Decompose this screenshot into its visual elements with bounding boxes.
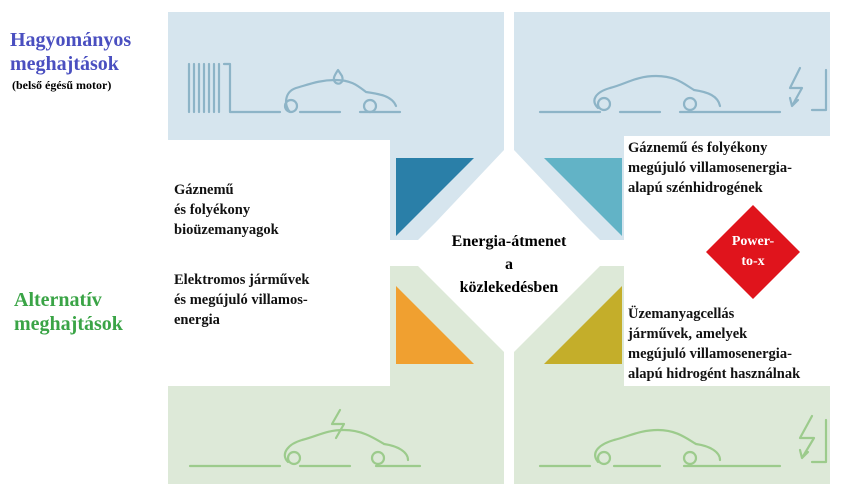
fuel-drop-car-icon [187,62,402,114]
conventional-drives-subtitle: (belső égésű motor) [12,78,112,92]
conventional-drives-title: Hagyományos meghajtások [10,28,131,76]
quadrant-top-right: Gáznemű és folyékony megújuló villamosen… [624,136,830,240]
quadrant-bottom-right-line4: alapú hidrogént használnak [628,366,801,382]
center-diamond [418,158,600,348]
quadrant-bottom-right-line1: Üzemanyagcellás [628,306,735,322]
quadrant-bottom-left-line3: energia [174,312,220,328]
quadrant-bottom-left: Elektromos járművek és megújuló villamos… [168,266,390,386]
electric-plug-car-icon [188,408,422,468]
power-to-x-label: Power- to-x [713,232,793,272]
center-line1: Energia-átmenet [451,233,567,250]
power-to-x-diamond [706,205,800,299]
quadrant-top-right-line1: Gáznemű és folyékony [628,140,768,156]
power-to-x-line1: Power- [731,234,775,249]
quadrant-top-right-line3: alapú szénhidrogének [628,180,763,196]
alternative-title-line2: meghajtások [14,313,123,335]
quadrant-bottom-left-line1: Elektromos járművek [174,272,310,288]
triangle-top-left [396,158,474,236]
quadrant-top-right-line2: megújuló villamosenergia- [628,160,792,176]
quadrant-top-left: Gáznemű és folyékony bioüzemanyagok [168,140,390,240]
quadrant-top-left-line2: és folyékony [174,202,251,218]
lightning-car-icon [538,66,828,114]
quadrant-bottom-right-line3: megújuló villamosenergia- [628,346,792,362]
hydrogen-lightning-car-icon [538,414,828,468]
center-label: Energia-átmenet a közlekedésben [419,230,599,299]
alternative-drives-title: Alternatív meghajtások [14,288,123,336]
power-to-x-line2: to-x [741,254,765,269]
conventional-title-line2: meghajtások [10,53,119,75]
center-line2: a [505,256,513,273]
alternative-title-line1: Alternatív [14,289,102,311]
quadrant-bottom-right: Üzemanyagcellás járművek, amelyek megúju… [624,266,830,386]
center-line3: közlekedésben [459,279,559,296]
quadrant-top-left-line1: Gáznemű [174,182,234,198]
triangle-bottom-left [396,286,474,364]
conventional-title-line1: Hagyományos [10,29,132,51]
quadrant-top-left-line3: bioüzemanyagok [174,222,279,238]
triangle-bottom-right [544,286,622,364]
quadrant-bottom-left-line2: és megújuló villamos- [174,292,308,308]
triangle-top-right [544,158,622,236]
quadrant-bottom-right-line2: járművek, amelyek [628,326,748,342]
